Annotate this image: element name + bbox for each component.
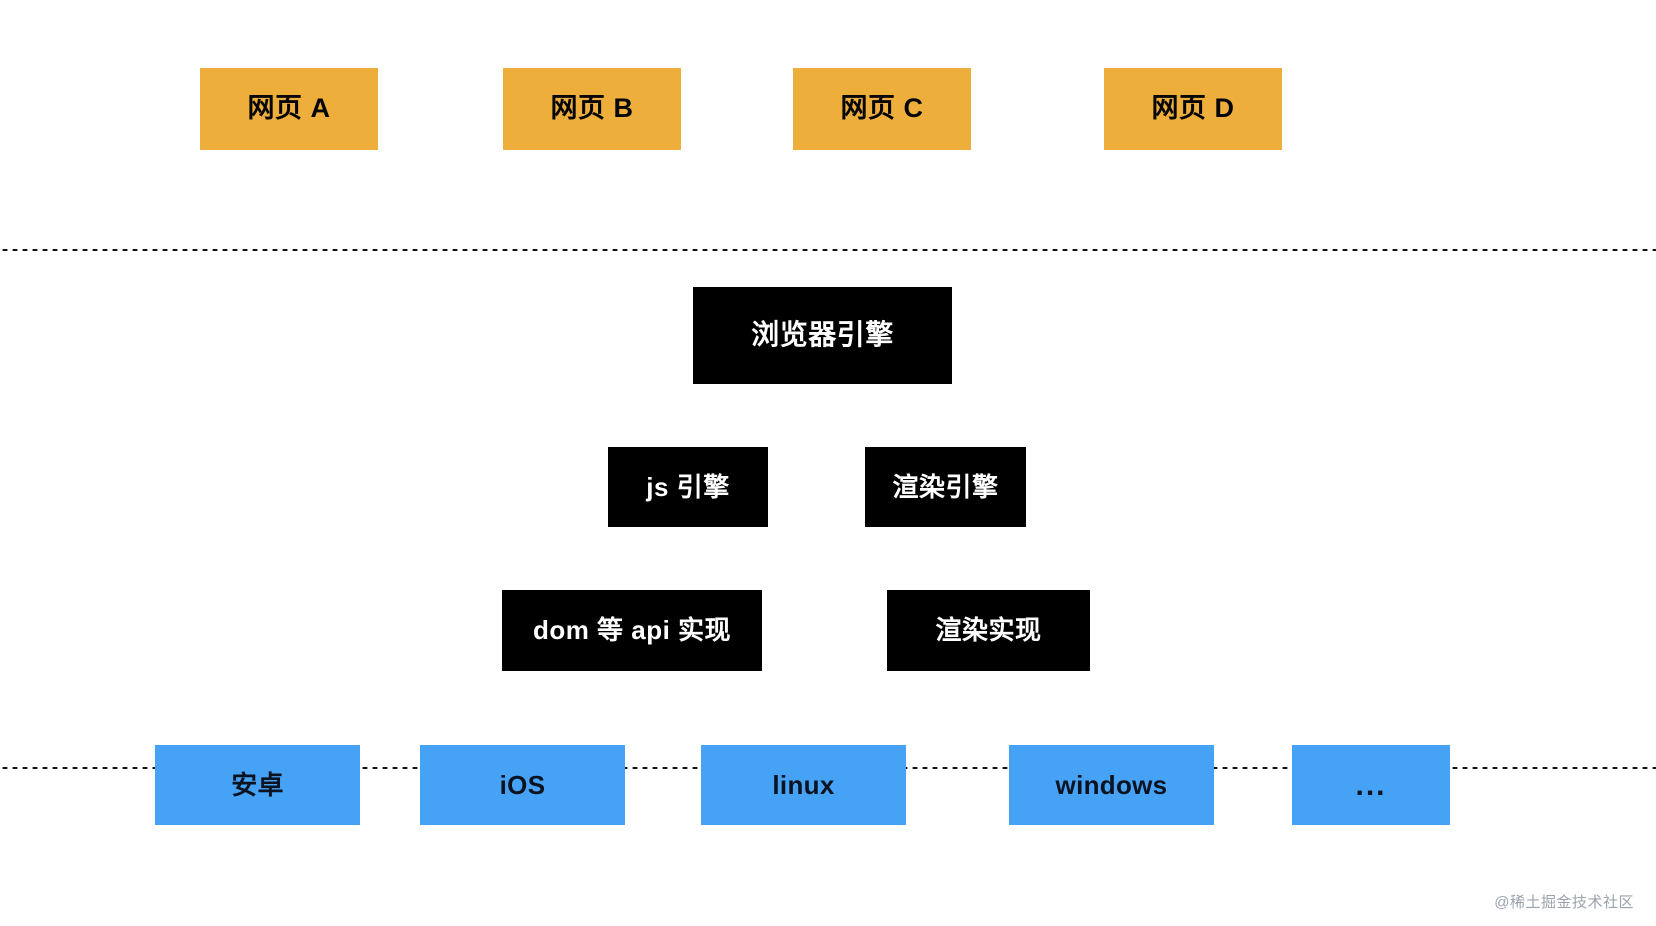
os-label-more: ... [1355,768,1387,802]
web-page-box-a: 网页 A [200,68,378,150]
render-implementation-box: 渲染实现 [887,590,1090,671]
os-label-windows: windows [1055,769,1168,800]
dom-api-implementation-label: dom 等 api 实现 [532,615,732,646]
browser-engine-label: 浏览器引擎 [751,319,894,351]
dom-api-implementation-box: dom 等 api 实现 [502,590,762,671]
os-box-ios: iOS [420,745,625,825]
os-box-linux: linux [701,745,906,825]
web-page-label-b: 网页 B [550,93,634,124]
web-page-label-a: 网页 A [247,93,331,124]
js-engine-label: js 引擎 [646,471,730,502]
os-box-android: 安卓 [155,745,360,825]
render-engine-label: 渲染引擎 [892,471,999,502]
web-page-label-c: 网页 C [840,93,924,124]
os-label-ios: iOS [499,769,546,800]
os-box-more: ... [1292,745,1450,825]
browser-engine-box: 浏览器引擎 [693,287,952,384]
os-label-android: 安卓 [231,769,284,800]
divider-pages-engine [0,248,1656,252]
web-page-label-d: 网页 D [1151,93,1235,124]
watermark: @稀土掘金技术社区 [1494,894,1634,911]
os-box-windows: windows [1009,745,1214,825]
web-page-box-c: 网页 C [793,68,971,150]
render-implementation-label: 渲染实现 [935,615,1042,646]
render-engine-box: 渲染引擎 [865,447,1026,527]
web-page-box-d: 网页 D [1104,68,1282,150]
js-engine-box: js 引擎 [608,447,768,527]
web-page-box-b: 网页 B [503,68,681,150]
os-label-linux: linux [772,769,835,800]
